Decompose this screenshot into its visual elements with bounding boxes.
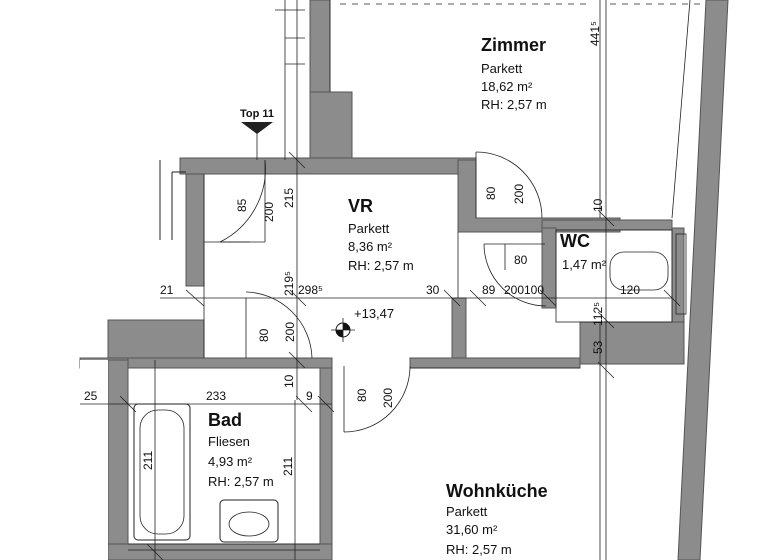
room-bad-name: Bad <box>208 410 242 430</box>
elevation-marker: +13,47 <box>331 306 394 342</box>
plan-lines <box>128 0 700 560</box>
room-wohnkueche: Wohnküche Parkett 31,60 m² RH: 2,57 m <box>446 481 548 557</box>
dim-25: 25 <box>84 389 98 403</box>
wall-top-left <box>309 0 331 93</box>
room-zimmer-height: RH: 2,57 m <box>481 97 547 112</box>
room-wohnkueche-floor: Parkett <box>446 504 488 519</box>
room-wohnkueche-name: Wohnküche <box>446 481 548 501</box>
room-wohnkueche-area: 31,60 m² <box>446 522 498 537</box>
wall-vr-top <box>179 157 477 175</box>
wall-wc-top <box>541 219 673 231</box>
room-bad-area: 4,93 m² <box>208 454 253 469</box>
dim-200d: 200 <box>283 322 297 342</box>
wall-bottom-strip <box>107 543 333 560</box>
room-bad-height: RH: 2,57 m <box>208 474 274 489</box>
wall-left-outer <box>185 173 205 287</box>
dim-10b: 10 <box>282 374 296 388</box>
room-vr-floor: Parkett <box>348 221 390 236</box>
dim-9: 9 <box>306 389 313 403</box>
top-marker-label: Top 11 <box>240 108 274 120</box>
wall-left-bottom <box>80 360 108 560</box>
wall-zimmer-left <box>309 91 353 161</box>
dim-200a: 200 <box>262 202 276 222</box>
dimension-labels: 441⁵ 85 200 215 80 200 10 80 21 219⁵ 298… <box>84 21 640 476</box>
room-wc-area: 1,47 m² <box>562 257 607 272</box>
dim-30: 30 <box>426 283 440 297</box>
room-vr: VR Parkett 8,36 m² RH: 2,57 m <box>348 196 414 273</box>
wall-wc-left <box>541 227 557 309</box>
dim-112: 112⁵ <box>591 302 605 326</box>
dim-211b: 211 <box>281 457 295 476</box>
dim-200b: 200 <box>512 184 526 204</box>
room-wc: WC 1,47 m² <box>560 231 607 272</box>
top-marker: Top 11 <box>240 108 274 160</box>
dim-10a: 10 <box>591 198 605 212</box>
dim-85: 85 <box>235 198 249 212</box>
walls <box>79 0 729 560</box>
dim-120: 120 <box>620 283 640 297</box>
dim-298: 298⁵ <box>298 283 323 297</box>
room-bad-floor: Fliesen <box>208 434 250 449</box>
dimension-lines <box>80 0 681 560</box>
dim-80c: 80 <box>355 388 369 402</box>
room-zimmer-area: 18,62 m² <box>481 79 533 94</box>
wall-left-step <box>107 319 205 361</box>
dim-89: 89 <box>482 283 496 297</box>
room-vr-height: RH: 2,57 m <box>348 258 414 273</box>
room-vr-name: VR <box>348 196 373 216</box>
dim-80a: 80 <box>484 186 498 200</box>
room-vr-area: 8,36 m² <box>348 239 393 254</box>
dim-219: 219⁵ <box>282 271 296 296</box>
room-zimmer-floor: Parkett <box>481 61 523 76</box>
room-wohnkueche-height: RH: 2,57 m <box>446 542 512 557</box>
wall-pillar-mid <box>451 297 467 359</box>
dim-211a: 211 <box>141 451 155 470</box>
dim-215: 215 <box>282 188 296 208</box>
dim-233: 233 <box>206 389 226 403</box>
dim-80b: 80 <box>257 328 271 342</box>
dim-53: 53 <box>591 340 605 354</box>
dim-441: 441⁵ <box>588 21 602 46</box>
wall-bad-left <box>107 359 129 560</box>
room-bad: Bad Fliesen 4,93 m² RH: 2,57 m <box>208 410 274 489</box>
dim-80wc: 80 <box>514 253 528 267</box>
wall-bad-top <box>127 357 333 369</box>
dim-21: 21 <box>160 283 174 297</box>
wall-bad-right <box>319 367 333 560</box>
wall-vr-bottom-right <box>579 321 685 365</box>
dim-200c: 200 <box>504 283 524 297</box>
room-wc-name: WC <box>560 231 590 251</box>
wall-vr-bottom-mid <box>409 357 581 369</box>
room-zimmer: Zimmer Parkett 18,62 m² RH: 2,57 m <box>481 35 547 112</box>
wall-right-outer <box>677 0 729 560</box>
dim-100: 100 <box>524 283 544 297</box>
room-zimmer-name: Zimmer <box>481 35 546 55</box>
elevation-label: +13,47 <box>354 306 394 321</box>
dim-200e: 200 <box>381 388 395 408</box>
wall-wc-right-stub <box>671 227 685 329</box>
